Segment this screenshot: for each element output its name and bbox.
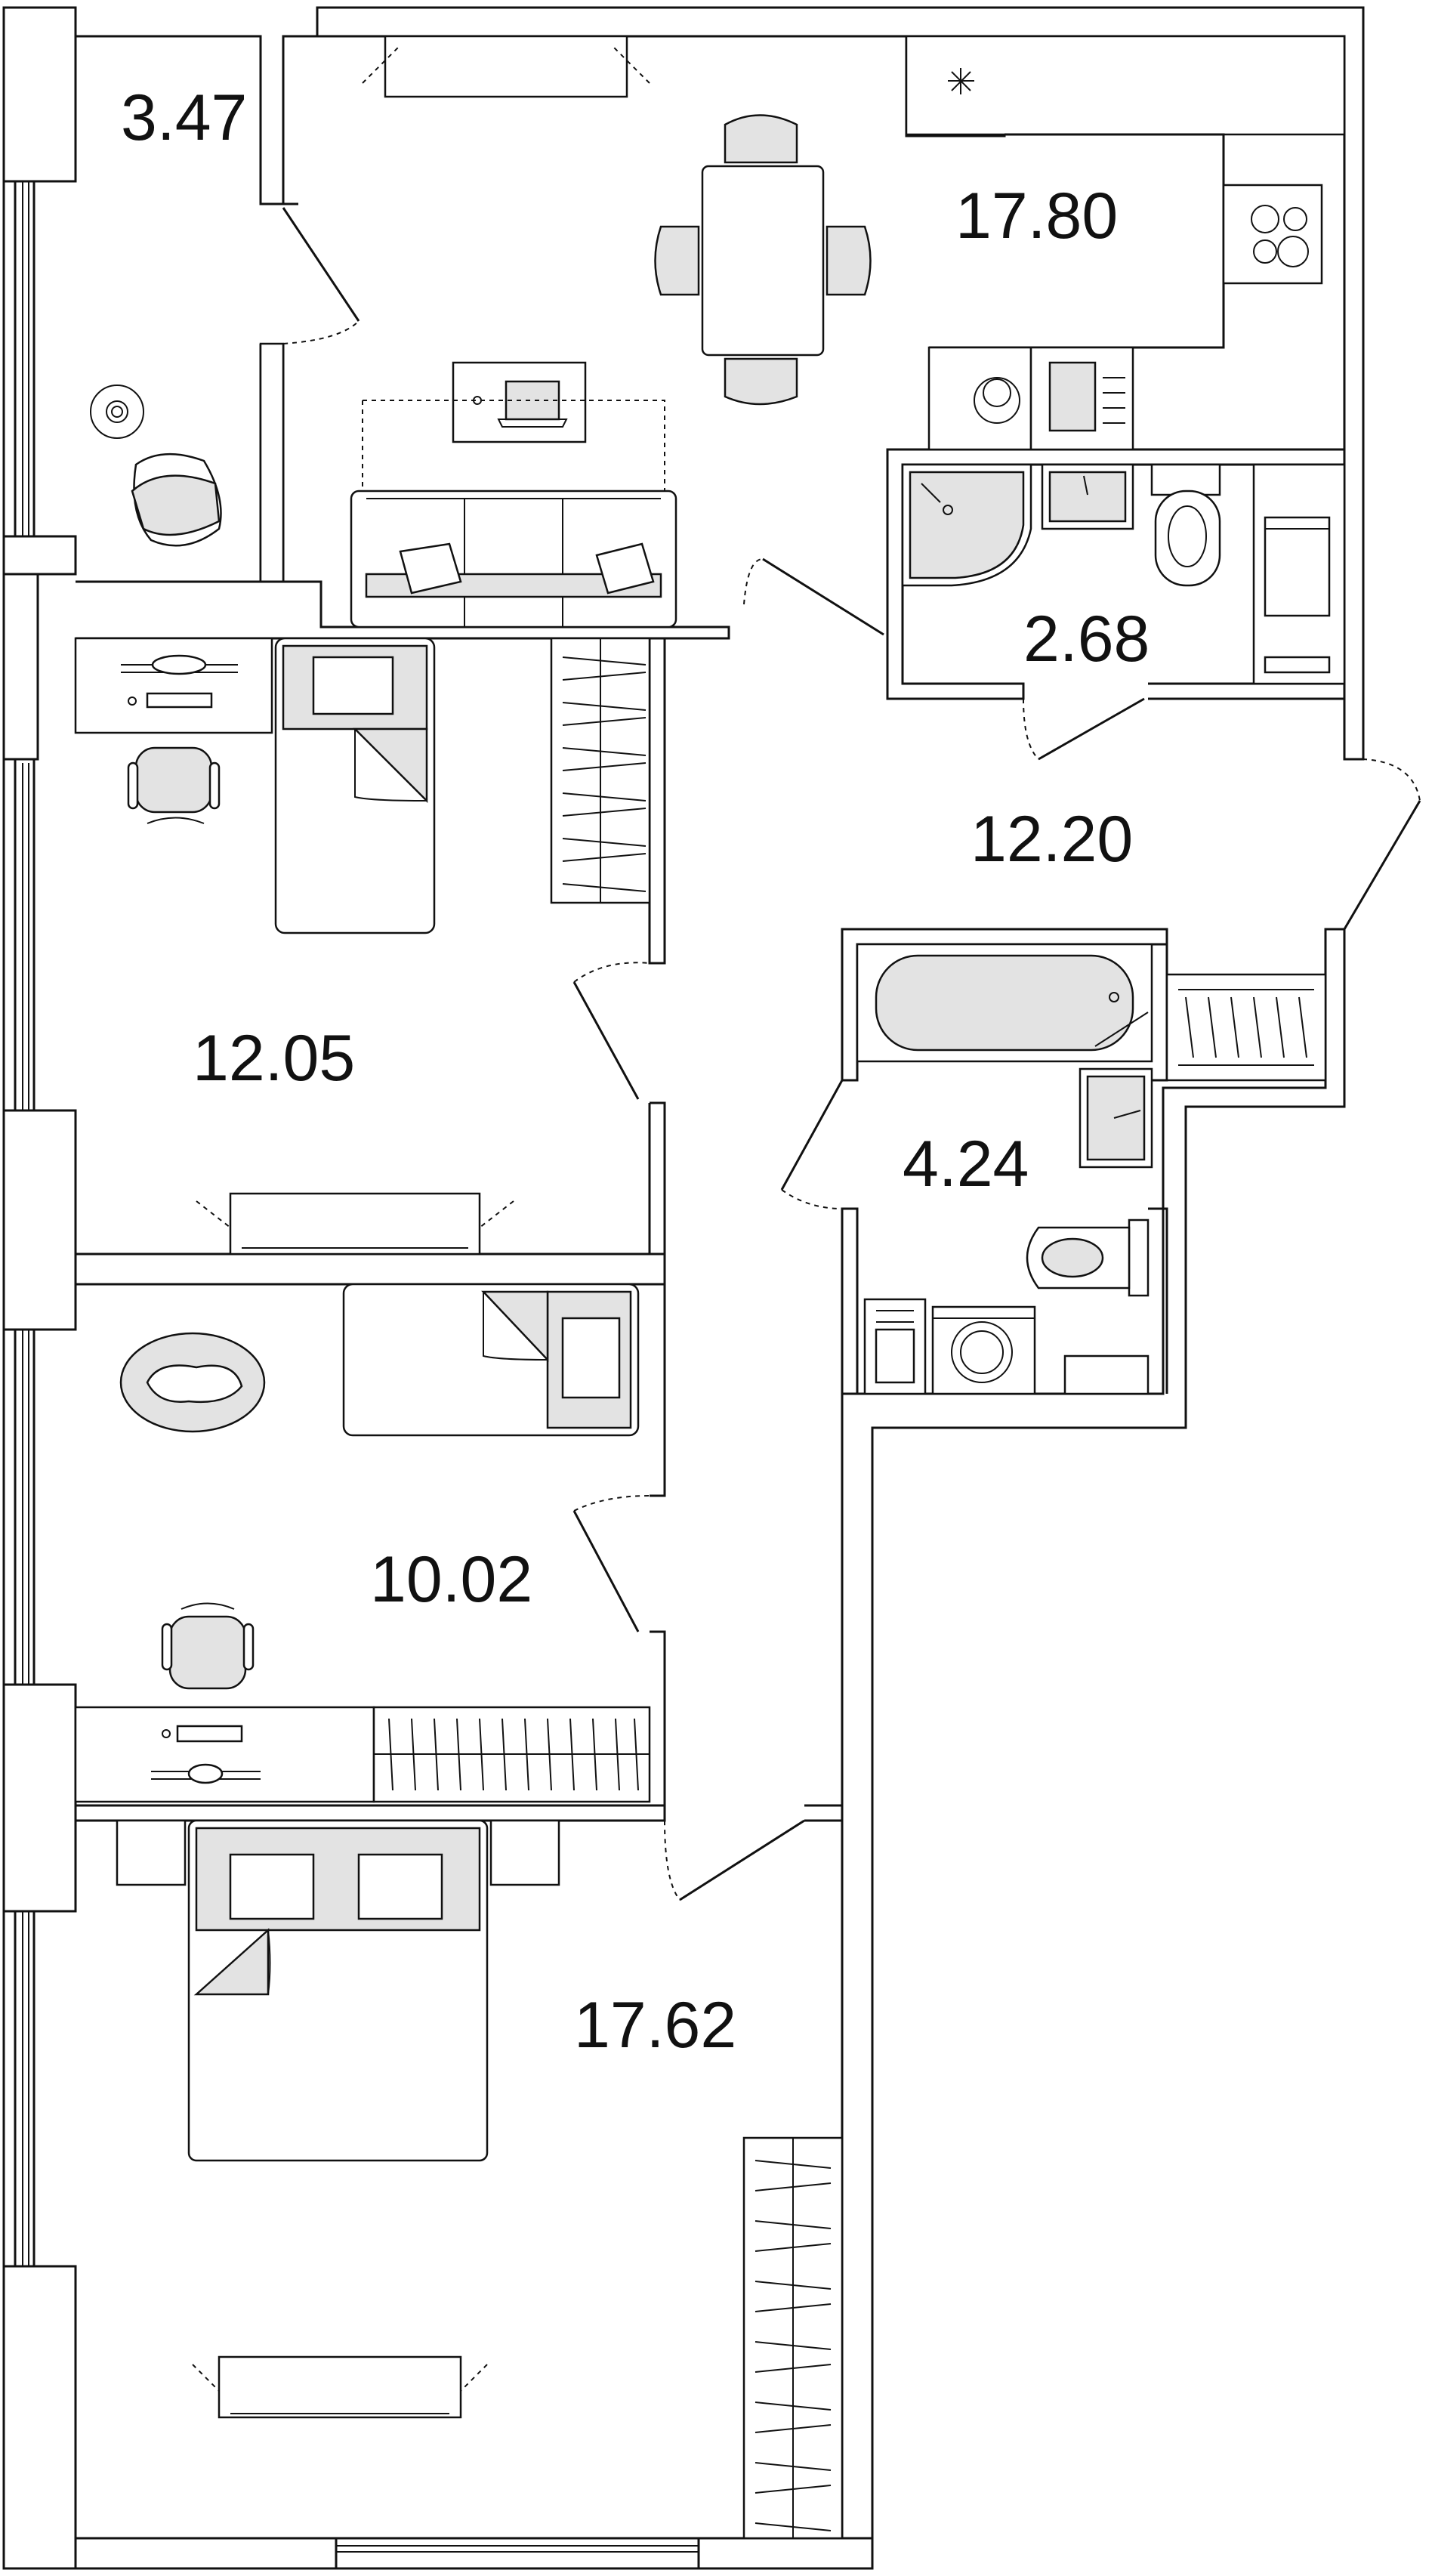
area-label-bedroom-1: 12.05	[193, 1022, 355, 1095]
area-label-hallway: 12.20	[971, 803, 1133, 876]
hallway-furniture	[1165, 973, 1327, 1082]
master-bedroom-furniture	[116, 1819, 844, 2540]
storage-furniture	[90, 385, 222, 547]
area-label-master-bedroom: 17.62	[574, 1989, 736, 2062]
doors	[282, 207, 1421, 1901]
kitchen-furniture	[350, 35, 1346, 629]
area-label-kitchen-living: 17.80	[955, 180, 1118, 252]
bathroom-furniture	[856, 943, 1153, 1395]
bedroom-1-furniture	[74, 637, 651, 1256]
area-label-bathroom: 4.24	[903, 1128, 1029, 1200]
area-label-shower-room: 2.68	[1023, 603, 1150, 675]
area-label-bedroom-2: 10.02	[370, 1543, 532, 1616]
bedroom-2-furniture	[74, 1283, 651, 1803]
room-labels: 3.47 17.80 2.68 12.20 12.05 4.24 10.02 1…	[121, 82, 1150, 2062]
area-label-storage: 3.47	[121, 82, 247, 154]
shower-furniture	[901, 463, 1346, 685]
exterior-walls	[2, 6, 1365, 2570]
